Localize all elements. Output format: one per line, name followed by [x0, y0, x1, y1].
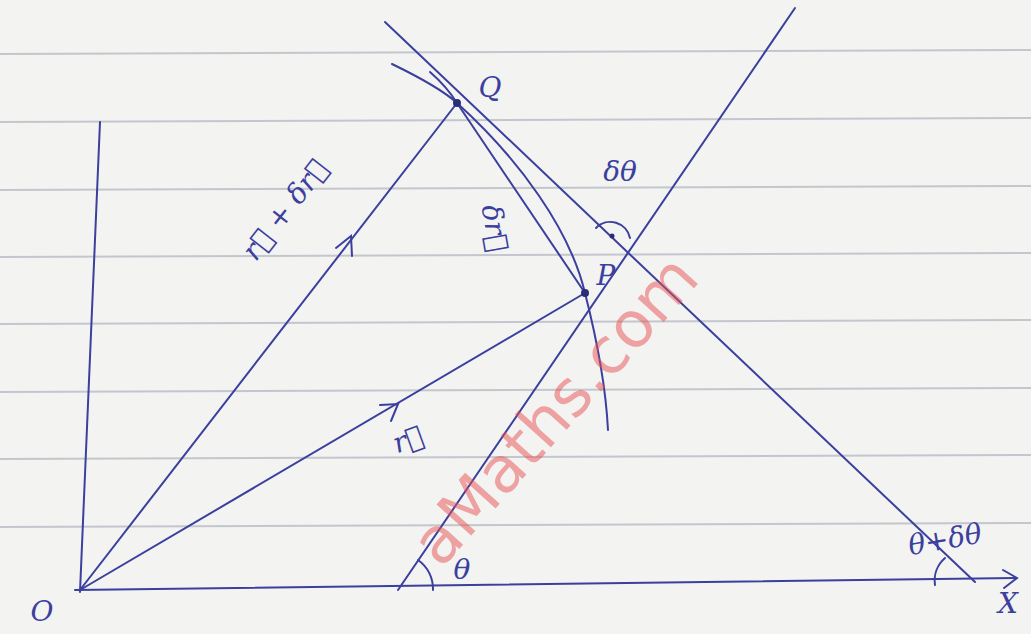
vector-label: r⃗: [389, 422, 427, 459]
watermark: aMaths.com: [401, 244, 709, 576]
axis-label: X: [998, 590, 1018, 618]
point-label: P: [597, 262, 616, 290]
angle-label: θ+δθ: [906, 520, 984, 560]
angle-label: δθ: [603, 158, 637, 186]
origin-label: O: [31, 598, 54, 626]
vector-label: δr⃗: [477, 202, 513, 253]
vector-label: r⃗ + δr⃗: [237, 155, 332, 266]
ink-drawing: [75, 8, 1017, 592]
point-label: Q: [479, 74, 502, 102]
